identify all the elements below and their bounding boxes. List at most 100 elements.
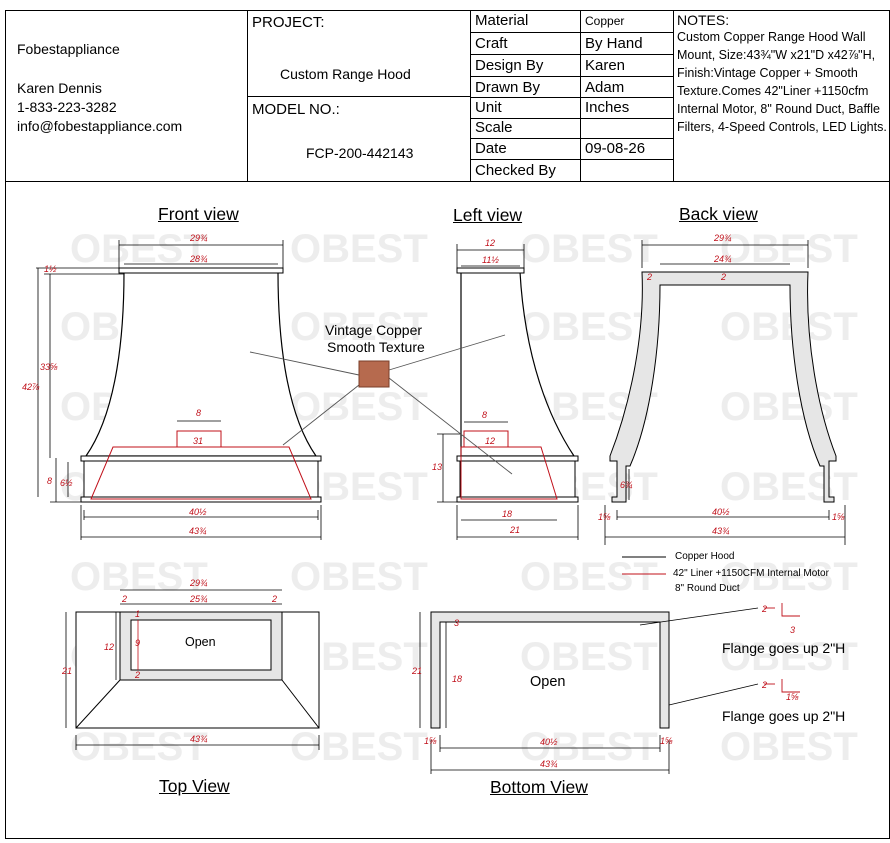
front-top-trim [118,267,284,274]
watermark-text: OBEST [520,635,658,679]
flange-label-2: Flange goes up 2"H [722,708,846,724]
front-liner [90,446,312,500]
left-band [459,460,576,498]
dim-front-band: 6½ [60,478,73,488]
field-value-design-by: Karen [585,57,626,74]
watermark-text: OBEST [720,635,858,679]
dim-back-right-wall: 1⅝ [832,512,845,522]
field-label-craft: Craft [475,35,508,52]
legend-duct: 8" Round Duct [675,583,740,594]
watermark-text: OBEST [720,725,858,769]
watermark-text: OBEST [520,555,658,599]
field-label-scale: Scale [475,119,513,136]
dim-back-band: 6¾ [620,480,633,490]
dim-bottom-left-wall: 1⅝ [424,736,437,746]
field-label-checked-by: Checked By [475,162,556,179]
dim-left-liner-bottom: 18 [502,509,512,519]
dim-bottom-flange-c: 2 [761,680,767,690]
dim-bottom-flange-d: 1⅝ [786,692,799,702]
back-hood-wall [609,271,837,503]
watermark-text: OBEST [720,555,858,599]
field-label-unit: Unit [475,99,502,116]
dim-left-bottom-outer: 21 [509,525,520,535]
dim-front-overall: 42⅞ [22,382,40,392]
material-callout [249,334,513,475]
field-label-date: Date [475,140,507,157]
dim-top-right-wall: 2 [271,594,277,604]
dim-front-liner-top: 31 [193,436,203,446]
dim-bottom-inner-depth: 18 [452,674,462,684]
watermark-text: OBEST [70,725,208,769]
bottom-view-drawing: 3 21 18 1⅝ 1⅝ 40½ 43¾ 2 3 2 1⅝ [411,603,800,774]
flange-label-1: Flange goes up 2"H [722,640,846,656]
top-hood-frame [119,611,283,681]
dim-top-front-wall: 2 [134,670,140,680]
watermark-text: OBEST [720,305,858,349]
dim-left-top-outer: 12 [485,238,495,248]
dim-back-top-outer: 29¾ [713,233,732,243]
dim-bottom-inner-width: 40½ [540,737,558,747]
back-view-drawing: 29¾ 24¾ 2 2 6¾ 1⅝ 1⅝ 40½ 43¾ [598,233,846,545]
field-value-date: 09-08-26 [585,140,646,157]
back-view-title: Back view [679,204,758,224]
model-value: FCP-200-442143 [306,145,414,161]
watermark-text: OBEST [720,385,858,429]
dim-back-left-wall: 1⅝ [598,512,611,522]
dim-top-opening-depth: 12 [104,642,114,652]
field-value-unit: Inches [585,99,630,116]
field-value-material: Copper [585,14,625,28]
watermark-text: OBEST [520,305,658,349]
dim-front-top-inner: 28¾ [189,254,208,264]
field-label-design-by: Design By [475,57,544,74]
field-value-craft: By Hand [585,35,643,52]
dim-left-liner: 12 [485,436,495,446]
dim-top-top-inner: 25¾ [189,594,208,604]
dim-top-wall-top: 1 [135,609,140,619]
field-label-material: Material [475,12,529,29]
dim-front-top-outer: 29¾ [189,233,208,243]
dim-top-depth: 21 [61,666,72,676]
notes-text: Custom Copper Range Hood Wall Mount, Siz… [677,30,887,134]
project-label: PROJECT: [252,14,325,31]
material-callout-line-2: Smooth Texture [327,339,425,355]
top-view-open-label: Open [185,635,216,649]
watermark-text: OBEST [520,227,658,271]
watermark-text: OBEST [520,725,658,769]
contact-name: Karen Dennis [17,80,102,96]
field-label-drawn-by: Drawn By [475,79,541,96]
dim-bottom-depth: 21 [411,666,422,676]
dim-left-liner-height: 13 [432,462,442,472]
top-view-drawing: 29¾ 25¾ 2 2 12 9 2 1 21 43¾ [61,578,320,750]
dim-bottom-flange-a: 2 [761,604,767,614]
notes-title: NOTES: [677,12,730,28]
left-hood-body [460,271,576,457]
contact-email: info@fobestappliance.com [17,118,183,134]
bottom-view-title: Bottom View [490,777,588,797]
dim-front-duct-width: 8 [196,408,201,418]
contact-phone: 1-833-223-3282 [17,99,117,115]
dim-top-top-outer: 29¾ [189,578,208,588]
dim-front-lip: 1½ [44,264,57,274]
left-top-trim [456,267,525,274]
front-hood-body [84,271,318,457]
dim-top-bottom-width: 43¾ [190,734,208,744]
dim-bottom-wall: 3 [454,618,459,628]
dim-back-top-wall-center: 2 [720,272,726,282]
dim-front-bottom-outer: 43¾ [189,526,207,536]
dim-back-top-wall: 2 [646,272,652,282]
dim-back-bottom-outer: 43¾ [712,526,730,536]
bottom-view-open-label: Open [530,674,566,690]
front-band [83,460,319,498]
legend-liner: 42" Liner +1150CFM Internal Motor [673,568,829,579]
left-liner [460,446,558,500]
dim-top-left-wall: 2 [121,594,127,604]
legend-swatches [622,556,666,575]
watermark-text: OBEST [290,227,428,271]
project-value: Custom Range Hood [280,66,411,82]
dim-bottom-flange-b: 3 [790,625,795,635]
legend-copper-hood: Copper Hood [675,551,735,562]
dim-bottom-outer-width: 43¾ [540,759,558,769]
dim-back-bottom-inner: 40½ [712,507,730,517]
field-value-drawn-by: Adam [585,79,625,96]
